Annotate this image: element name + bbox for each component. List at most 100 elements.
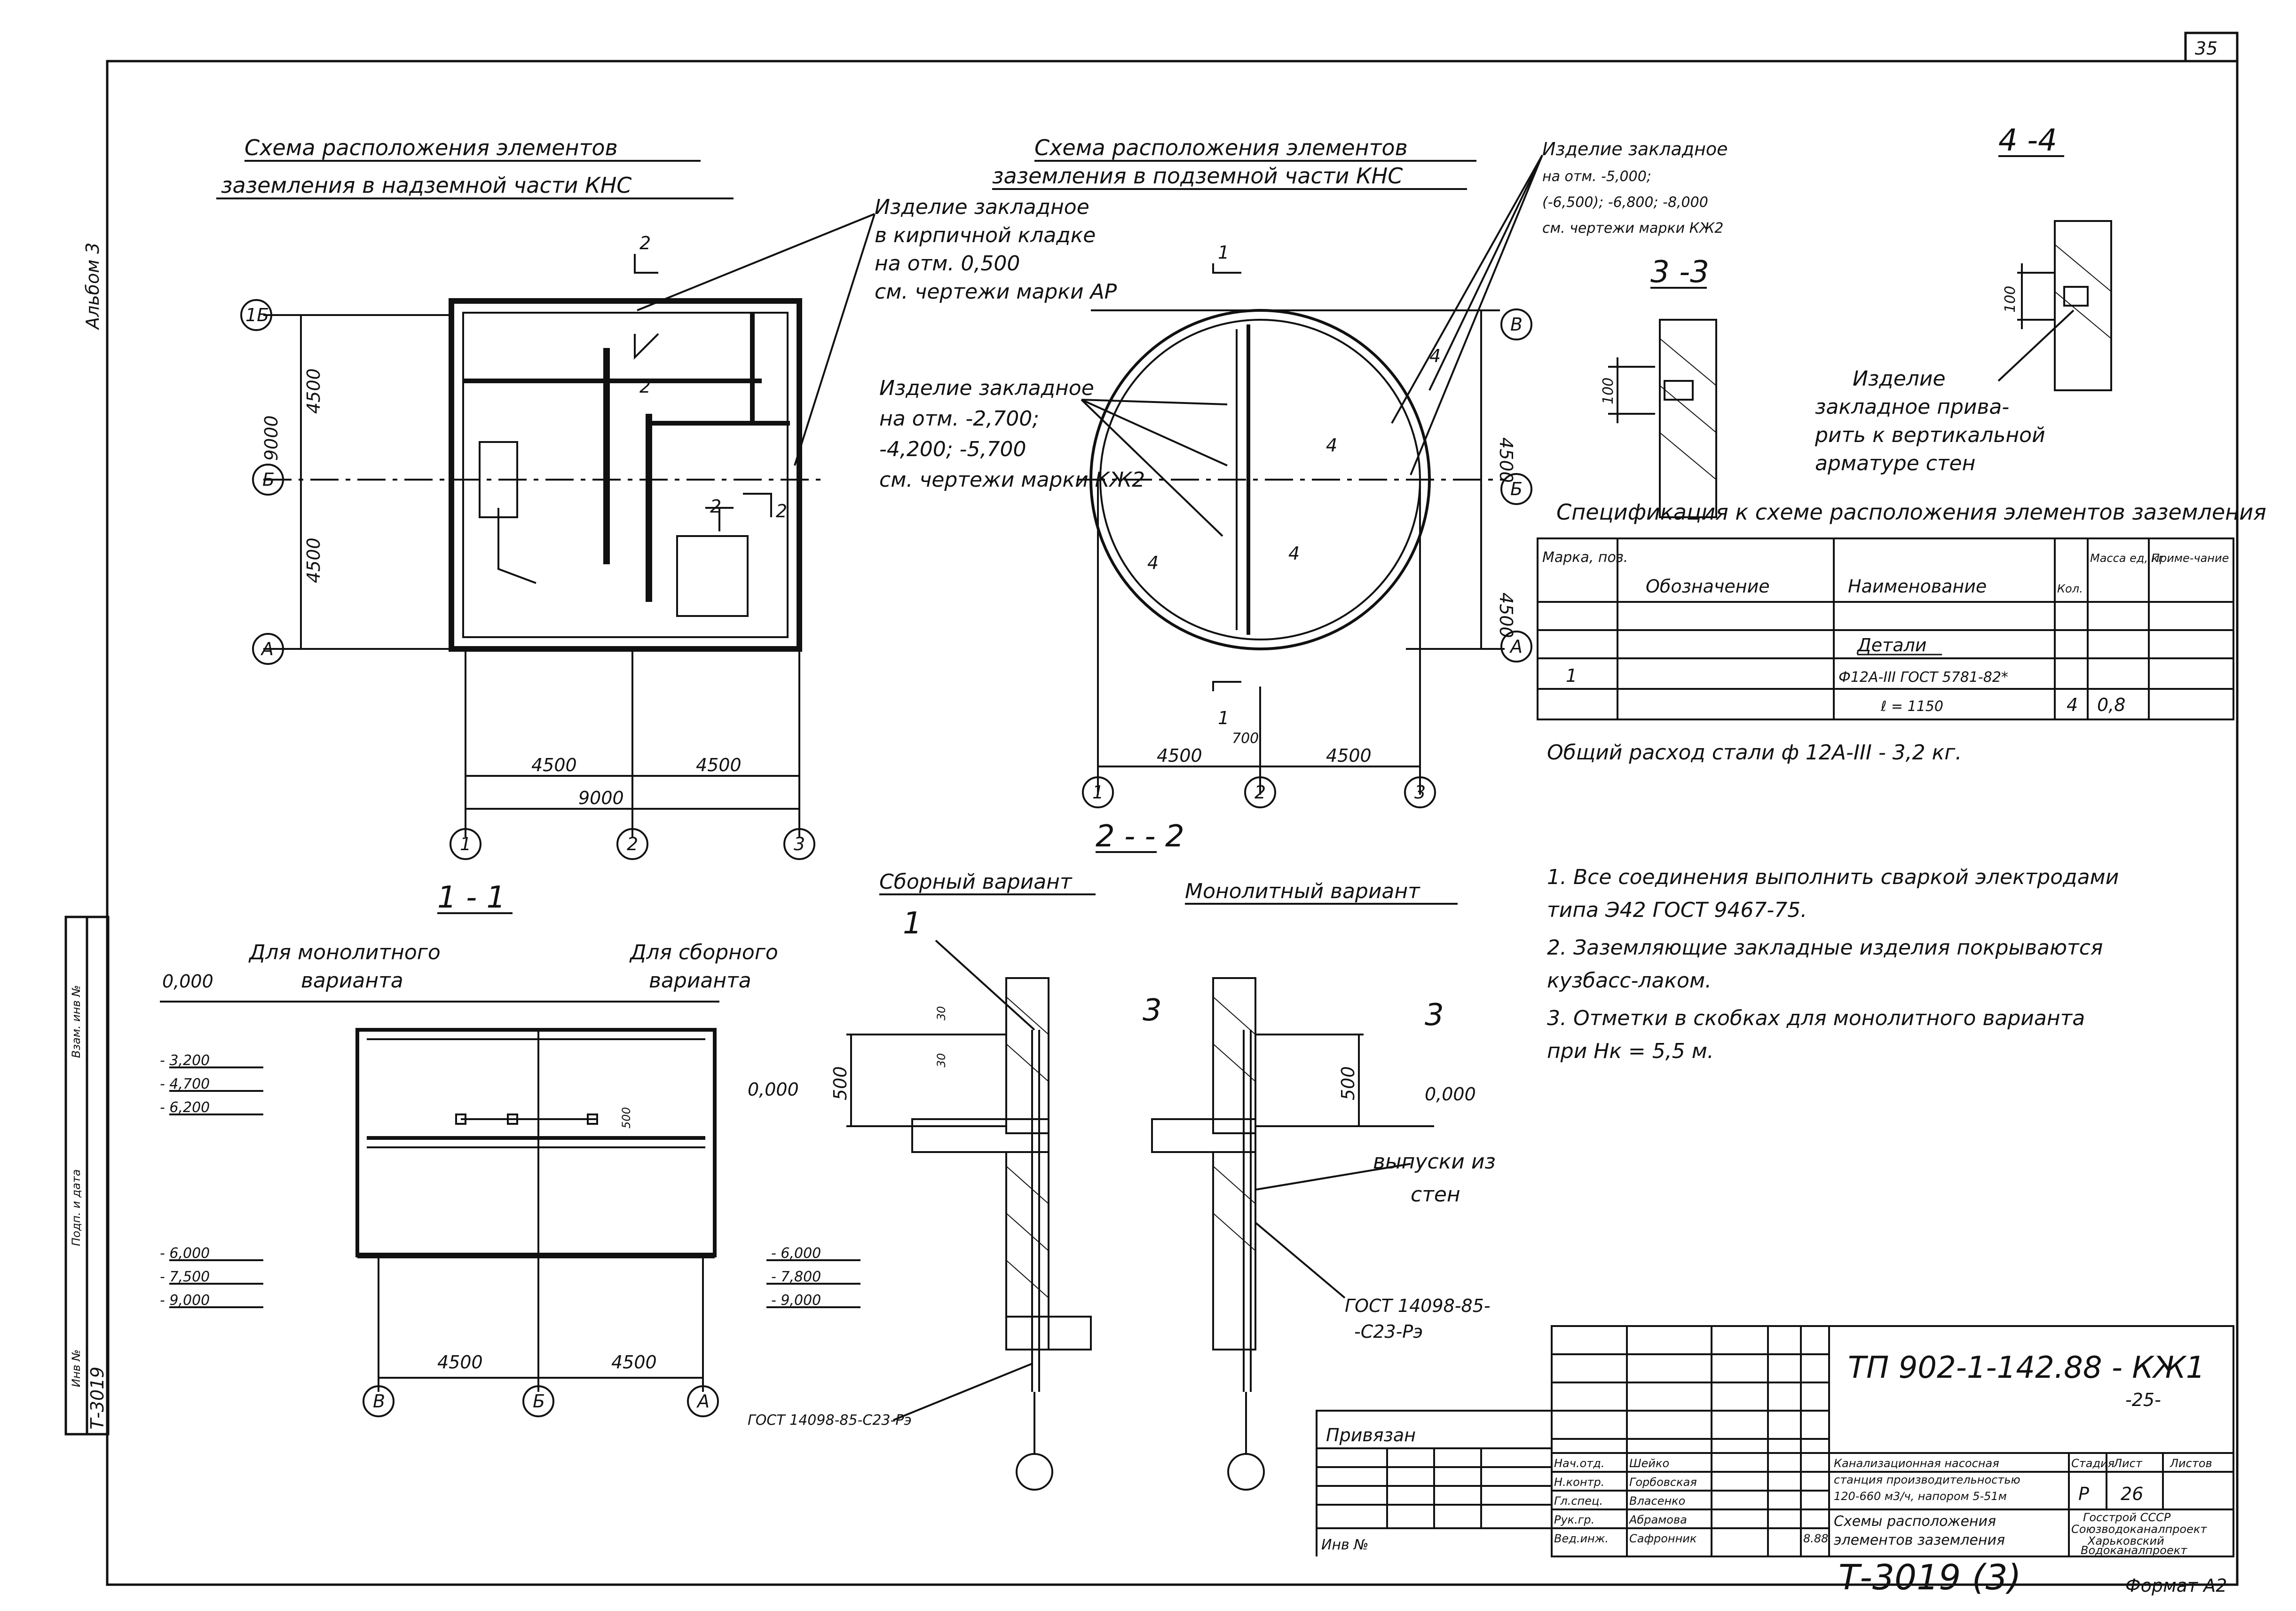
plan-above-axis-2: 2 (627, 834, 638, 854)
plan-below-axis-2: 2 (1255, 782, 1266, 803)
plan-above-dim-v-1: 9000 (261, 415, 282, 461)
section-11-dim-2: 4500 (611, 1352, 657, 1373)
title-name-4: Абрамова (1628, 1513, 1687, 1526)
title-org-2: Союзводоканалпроект (2071, 1523, 2207, 1536)
title-name-2: Горбовская (1629, 1476, 1697, 1489)
plan-above-title-2: заземления в надземной части КНС (221, 173, 631, 198)
plan-above-axis-3: 3 (794, 834, 805, 854)
title-block: ТП 902-1-142.88 - КЖ1 -25- Привязан Инв … (1316, 1325, 2234, 1598)
section-33-label: 3 -3 (1650, 255, 1709, 290)
spec-row2-mass: 0,8 (2097, 695, 2125, 715)
spec-header-name: Наименование (1848, 576, 1987, 597)
plan-below-title-2: заземления в подземной части КНС (992, 163, 1403, 189)
plan-below-axis-1: 1 (1092, 782, 1104, 803)
plan-below-note1-2: на отм. -2,700; (879, 407, 1039, 431)
plan-below-title-1: Схема расположения элементов (1034, 135, 1408, 160)
section-3-3: 3 -3 100 (1600, 255, 1717, 518)
title-date: 8.88 (1803, 1532, 1828, 1545)
title-org-4: Водоканалпроект (2081, 1544, 2187, 1557)
title-org-1: Госстрой СССР (2083, 1511, 2171, 1524)
plan-below-section-4c: 4 (1326, 435, 1337, 456)
title-format: Формат А2 (2125, 1575, 2227, 1596)
section-11-level-lb-1: - 6,000 (160, 1245, 210, 1262)
section-22-mark-3a: 3 (1143, 993, 1162, 1028)
section-11-level-rb-1: - 6,000 (771, 1245, 821, 1262)
plan-below-note1-4: см. чертежи марки КЖ2 (879, 468, 1145, 492)
side-stamp: Альбом 3 (82, 243, 103, 331)
title-project-1: Канализационная насосная (1834, 1457, 1999, 1470)
title-name-1: Шейко (1629, 1457, 1669, 1470)
title-org-3: Харьковский (2087, 1534, 2164, 1548)
section-22-dim-500a: 500 (830, 1066, 851, 1100)
section-11-level-lt-3: - 6,200 (160, 1099, 210, 1116)
section-44-label: 4 -4 (1998, 123, 2057, 158)
title-role-4: Рук.гр. (1554, 1513, 1594, 1526)
title-role-3: Гл.спец. (1554, 1494, 1603, 1508)
title-role-5: Вед.инж. (1554, 1532, 1609, 1545)
plan-below-axis-v: В (1510, 314, 1523, 335)
page-number-box (2184, 32, 2239, 63)
plan-above-note-1: Изделие закладное (875, 195, 1089, 219)
title-project-3: 120-660 м3/ч, напором 5-51м (1834, 1490, 2007, 1503)
section-22-mark-1: 1 (903, 906, 922, 941)
plan-above-section-mark-3: 2 (776, 501, 787, 521)
left-strip-label-2: Подп. и дата (70, 1169, 83, 1247)
plan-above-note-3: на отм. 0,500 (875, 252, 1020, 276)
plan-above-axis-1: 1 (460, 834, 471, 854)
plan-below-axis-a: А (1509, 636, 1523, 657)
title-name-3: Власенко (1629, 1494, 1685, 1508)
section-22-dim-500b: 500 (1338, 1066, 1358, 1100)
plan-above-dim-h-1: 4500 (531, 755, 577, 775)
plan-above-dim-h-2: 4500 (696, 755, 742, 775)
plan-above-section-mark-4: 2 (710, 496, 721, 517)
section-11-left-caption-2: варианта (301, 969, 403, 993)
plan-above-section-mark-2: 2 (639, 376, 651, 397)
left-strip-value: Т-3019 (87, 1366, 108, 1429)
section-2-2: 2 - - 2 Сборный вариант Монолитный вариа… (748, 819, 1496, 1491)
title-role-2: Н.контр. (1554, 1476, 1604, 1489)
plan-below-dim-small: 700 (1232, 730, 1259, 747)
spec-row2-name: ℓ = 1150 (1880, 698, 1943, 715)
section-11-level-rb-2: - 7,800 (771, 1269, 821, 1285)
plan-above-section-mark-1: 2 (639, 233, 651, 253)
section-22-level-left: 0,000 (748, 1079, 799, 1100)
section-22-gost-right-1: ГОСТ 14098-85- (1345, 1295, 1491, 1316)
section-11-right-caption-2: варианта (649, 969, 751, 993)
section-22-level-right: 0,000 (1425, 1084, 1476, 1105)
spec-section-row: Детали (1856, 635, 1926, 655)
title-sheet-label: Лист (2113, 1457, 2143, 1470)
section-11-level-lt-1: - 3,200 (160, 1052, 210, 1069)
plan-below-dim-h-2: 4500 (1326, 745, 1372, 766)
section-11-axis-b: Б (533, 1391, 545, 1412)
section-11-axis-v: В (373, 1391, 385, 1412)
section-22-gost-left: ГОСТ 14098-85-С23-Рэ (748, 1412, 912, 1429)
plan-above-note-4: см. чертежи марки АР (875, 280, 1117, 304)
plan-below-section-1a: 1 (1218, 242, 1229, 263)
general-notes: 1. Все соединения выполнить сваркой элек… (1547, 865, 2119, 1063)
plan-below-note2-2: на отм. -5,000; (1542, 168, 1651, 185)
section-22-monolithic-title: Монолитный вариант (1185, 879, 1420, 903)
section-44-note-3: рить к вертикальной (1815, 423, 2045, 447)
left-strip-label-1: Инв № (70, 1350, 83, 1387)
title-archive: Т-3019 (3) (1838, 1557, 2021, 1598)
section-11-level-rb-3: - 9,000 (771, 1292, 821, 1309)
spec-title: Спецификация к схеме расположения элемен… (1556, 499, 2266, 525)
spec-header-mass: Масса ед, кг (2090, 552, 2164, 565)
section-22-mark-3b: 3 (1425, 998, 1444, 1033)
plan-below-dim-h-1: 4500 (1157, 745, 1202, 766)
section-22-dim-30b: 30 (935, 1053, 948, 1067)
title-stage: Р (2078, 1484, 2089, 1504)
plan-below-axis-3: 3 (1414, 782, 1426, 803)
plan-below-dim-v-2: 4500 (1496, 592, 1516, 638)
section-33-dim: 100 (1600, 378, 1617, 404)
plan-below-note2-1: Изделие закладное (1542, 139, 1728, 159)
plan-above-axis-1b: 1Б (245, 305, 269, 325)
section-1-1: 1 - 1 Для монолитного варианта Для сборн… (160, 880, 860, 1417)
plan-above-note-2: в кирпичной кладке (875, 223, 1096, 247)
section-22-gost-right-2: -С23-Рэ (1354, 1321, 1423, 1342)
spec-row1-mark: 1 (1566, 665, 1577, 686)
section-11-axis-a: А (696, 1391, 710, 1412)
plan-below-axis-b: Б (1510, 479, 1523, 499)
section-11-dim-1: 4500 (437, 1352, 483, 1373)
